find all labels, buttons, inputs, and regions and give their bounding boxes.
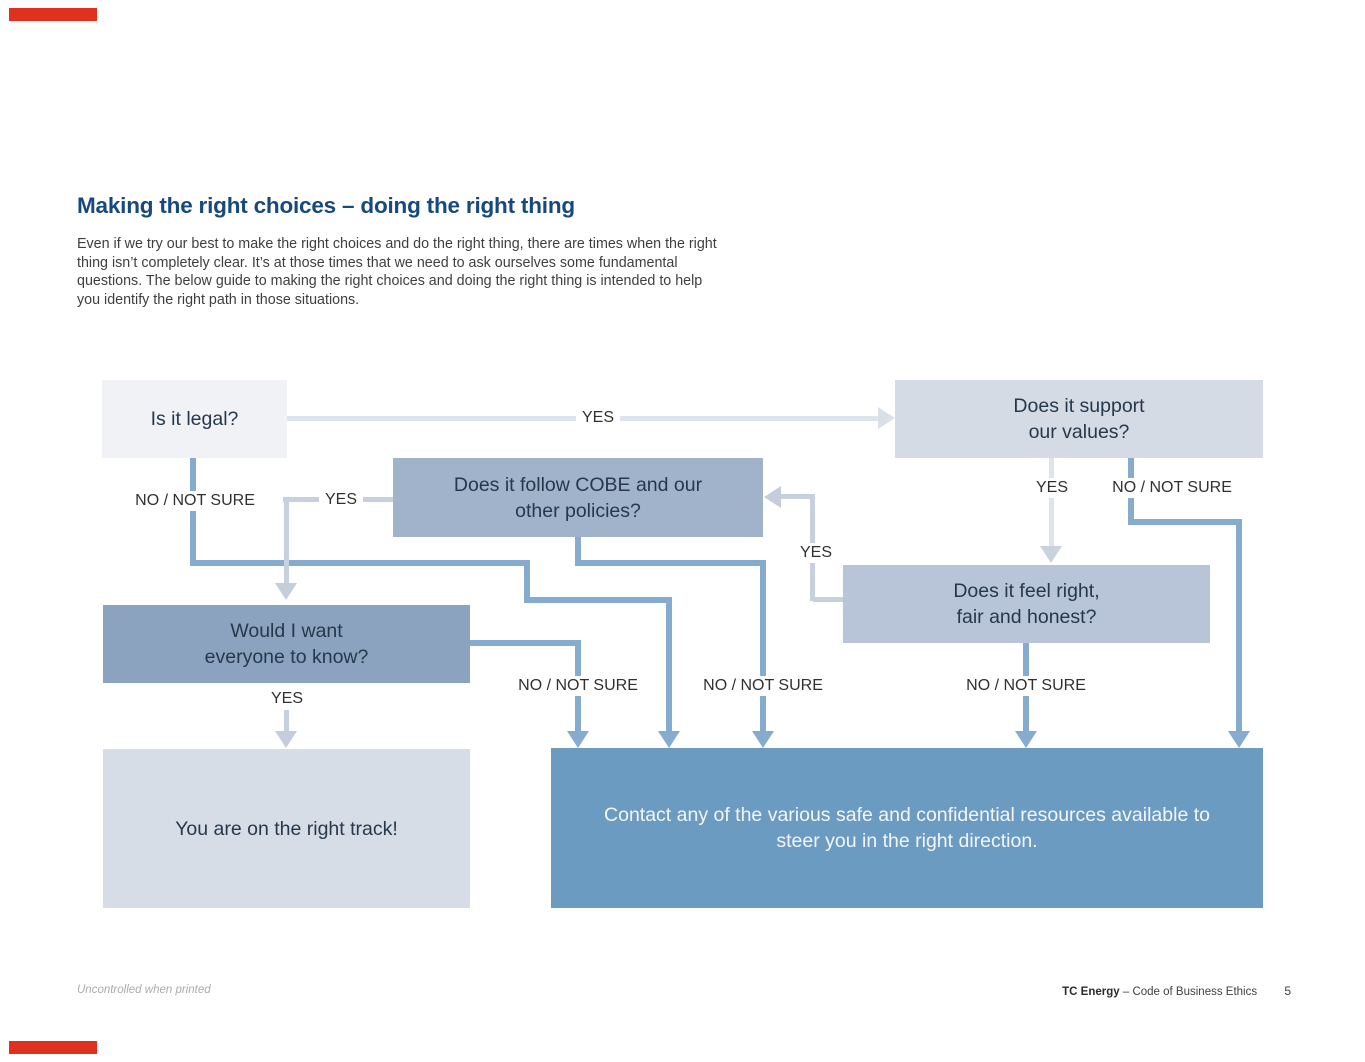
arrowhead-right-icon <box>878 407 895 429</box>
label-cobe-no: NO / NOT SURE <box>697 676 829 696</box>
arrowhead-down-icon <box>658 731 680 748</box>
arrowhead-down-icon <box>752 731 774 748</box>
box-everyone-know-line2: everyone to know? <box>204 646 369 668</box>
connector-values-no-h <box>1128 519 1242 525</box>
footer-brand: TC Energy <box>1062 986 1120 998</box>
connector-legal-no-v3 <box>666 597 672 731</box>
connector-feel-yes-h2 <box>781 494 815 499</box>
arrowhead-down-icon <box>275 731 297 748</box>
box-support-values-line1: Does it support <box>1013 395 1145 417</box>
box-support-values-line2: our values? <box>1028 421 1130 443</box>
box-feel-right: Does it feel right, fair and honest? <box>843 565 1210 643</box>
page-title: Making the right choices – doing the rig… <box>77 193 575 218</box>
connector-legal-no-h2 <box>524 597 672 603</box>
connector-know-no-h <box>470 640 581 646</box>
arrowhead-down-icon <box>567 731 589 748</box>
box-everyone-know: Would I want everyone to know? <box>103 605 470 683</box>
box-follow-cobe-line1: Does it follow COBE and our <box>453 473 703 496</box>
footer-page-number: 5 <box>1284 984 1291 998</box>
box-feel-right-line2: fair and honest? <box>956 606 1097 628</box>
arrowhead-down-icon <box>1015 731 1037 748</box>
connector-values-yes-v <box>1049 458 1054 546</box>
label-cobe-yes: YES <box>318 490 364 510</box>
box-is-it-legal: Is it legal? <box>102 380 287 458</box>
brand-red-bar-bottom <box>9 1041 97 1054</box>
connector-legal-no-v2 <box>524 560 530 603</box>
connector-values-no-v2 <box>1236 519 1242 731</box>
connector-cobe-no-h <box>575 560 766 566</box>
box-contact-resources: Contact any of the various safe and conf… <box>551 748 1263 908</box>
box-is-it-legal-text: Is it legal? <box>150 408 239 430</box>
footer-disclaimer: Uncontrolled when printed <box>77 984 211 996</box>
label-values-yes: YES <box>1029 478 1075 498</box>
label-legal-no: NO / NOT SURE <box>129 491 261 511</box>
label-feel-yes: YES <box>793 543 839 563</box>
label-feel-no: NO / NOT SURE <box>960 676 1092 696</box>
box-contact-resources-line2: steer you in the right direction. <box>776 830 1038 852</box>
label-know-no: NO / NOT SURE <box>512 676 644 696</box>
label-know-yes: YES <box>264 689 310 709</box>
arrowhead-down-icon <box>1040 546 1062 563</box>
arrowhead-left-icon <box>764 486 781 508</box>
connector-cobe-yes-v <box>284 497 289 583</box>
brand-red-bar-top <box>9 8 97 21</box>
footer-document-info: TC Energy – Code of Business Ethics 5 <box>1062 984 1291 998</box>
box-contact-resources-line1: Contact any of the various safe and conf… <box>604 804 1210 826</box>
box-right-track-text: You are on the right track! <box>175 817 398 840</box>
box-follow-cobe-line2: other policies? <box>515 499 641 522</box>
connector-cobe-no-v2 <box>760 560 766 731</box>
arrowhead-down-icon <box>1228 731 1250 748</box>
connector-cobe-no-v1 <box>575 537 581 563</box>
box-right-track: You are on the right track! <box>103 749 470 908</box>
footer-document-title: – Code of Business Ethics <box>1122 986 1258 998</box>
box-feel-right-line1: Does it feel right, <box>953 580 1100 602</box>
connector-feel-yes-h1 <box>813 597 843 602</box>
box-everyone-know-line1: Would I want <box>230 620 343 642</box>
arrowhead-down-icon <box>275 583 297 600</box>
box-follow-cobe: Does it follow COBE and our other polici… <box>393 458 763 537</box>
label-legal-yes: YES <box>575 408 621 428</box>
connector-know-yes-v <box>284 710 289 732</box>
label-values-no: NO / NOT SURE <box>1106 478 1238 498</box>
connector-legal-no-h1 <box>190 560 530 566</box>
box-support-values: Does it support our values? <box>895 380 1263 458</box>
intro-paragraph: Even if we try our best to make the righ… <box>77 236 717 309</box>
